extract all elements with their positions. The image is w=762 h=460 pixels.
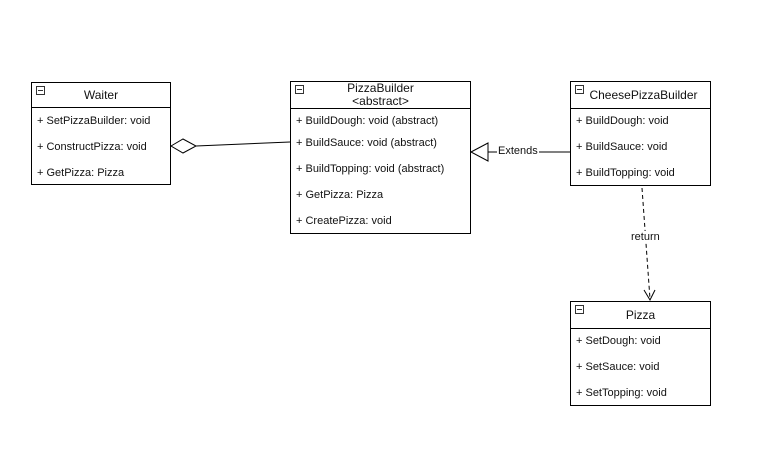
- dependency-arrowhead: [643, 289, 656, 302]
- member-constructpizza[interactable]: + ConstructPizza: void: [37, 141, 147, 153]
- collapse-icon[interactable]: [575, 85, 584, 94]
- member-setsauce[interactable]: + SetSauce: void: [576, 361, 660, 373]
- member-builddough[interactable]: + BuildDough: void: [576, 115, 669, 127]
- aggregation-line[interactable]: [195, 141, 291, 147]
- member-setpizzabuilder[interactable]: + SetPizzaBuilder: void: [37, 115, 151, 127]
- class-pizza-builder-header[interactable]: PizzaBuilder <abstract>: [291, 82, 470, 109]
- class-pizza-builder[interactable]: PizzaBuilder <abstract> + BuildDough: vo…: [290, 81, 471, 234]
- return-label: return: [630, 231, 661, 243]
- class-name: CheesePizzaBuilder: [589, 88, 698, 102]
- extends-label: Extends: [497, 145, 539, 157]
- collapse-icon[interactable]: [575, 305, 584, 314]
- class-name: PizzaBuilder: [347, 81, 414, 95]
- class-waiter-header[interactable]: Waiter: [32, 83, 170, 108]
- class-waiter[interactable]: Waiter + SetPizzaBuilder: void + Constru…: [31, 82, 171, 185]
- collapse-icon[interactable]: [295, 85, 304, 94]
- aggregation-diamond: [170, 138, 198, 154]
- class-stereotype: <abstract>: [352, 94, 409, 108]
- class-pizza[interactable]: Pizza + SetDough: void + SetSauce: void …: [570, 301, 711, 406]
- member-buildsauce[interactable]: + BuildSauce: void: [576, 141, 668, 153]
- member-setdough[interactable]: + SetDough: void: [576, 335, 661, 347]
- member-buildtopping[interactable]: + BuildTopping: void (abstract): [296, 163, 445, 175]
- inheritance-arrowhead: [469, 142, 489, 162]
- class-cheese-pizza-builder[interactable]: CheesePizzaBuilder + BuildDough: void + …: [570, 81, 711, 186]
- member-builddough[interactable]: + BuildDough: void (abstract): [296, 115, 439, 127]
- member-buildsauce[interactable]: + BuildSauce: void (abstract): [296, 137, 437, 149]
- member-getpizza[interactable]: + GetPizza: Pizza: [37, 167, 125, 179]
- dependency-line[interactable]: [641, 187, 651, 300]
- member-settopping[interactable]: + SetTopping: void: [576, 387, 667, 399]
- member-getpizza[interactable]: + GetPizza: Pizza: [296, 189, 384, 201]
- class-name: Pizza: [625, 308, 656, 322]
- class-name: Waiter: [83, 88, 119, 102]
- member-createpizza[interactable]: + CreatePizza: void: [296, 215, 392, 227]
- class-pizza-header[interactable]: Pizza: [571, 302, 710, 329]
- class-cheese-pizza-builder-header[interactable]: CheesePizzaBuilder: [571, 82, 710, 109]
- member-buildtopping[interactable]: + BuildTopping: void: [576, 167, 675, 179]
- collapse-icon[interactable]: [36, 86, 45, 95]
